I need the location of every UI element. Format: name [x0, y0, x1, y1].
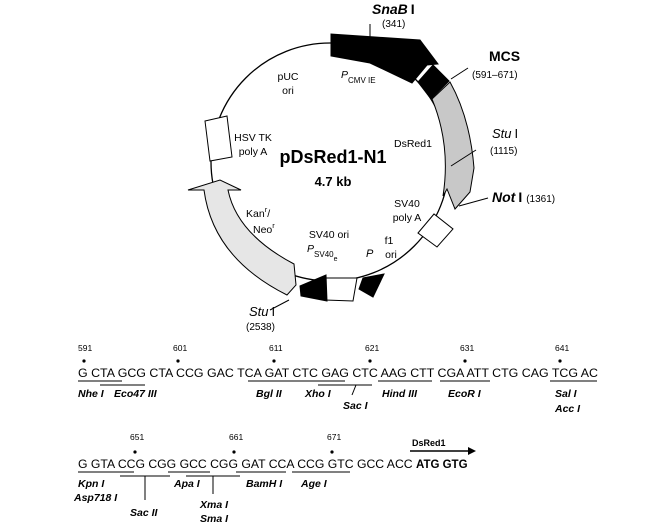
mcs-leader [450, 67, 469, 80]
tick-dot [176, 359, 180, 363]
sv40-ori-label: SV40 ori [309, 229, 349, 241]
f1-promoter-label: P [366, 248, 374, 260]
enzyme-apa: Apa I [173, 478, 201, 490]
enzyme-sac2: Sac II [130, 507, 159, 519]
tick-dot [558, 359, 562, 363]
sequence-text-row-2: G GTA CCG CGG GCC CGG GAT CCA CCG GTC GC… [78, 459, 468, 471]
position-621: 621 [365, 343, 379, 353]
enzyme-xma: Xma I [199, 499, 229, 511]
pcmv-label: PCMV IE [341, 69, 376, 85]
puc-ori-label-2: ori [282, 85, 294, 97]
neo-label: Neor [253, 221, 275, 236]
tick-dot [133, 450, 137, 454]
sequence-row-1: 591 601 611 621 631 641 G CTA GCG CTA CC… [78, 343, 598, 396]
tick-dot [82, 359, 86, 363]
dsred1-feature-label: DsRed1 [412, 438, 446, 448]
dsred1-feature [431, 81, 475, 210]
enzyme-kpn: Kpn I [78, 478, 105, 490]
f1-ori-label-2: ori [385, 249, 397, 261]
tick-dot [368, 359, 372, 363]
position-601: 601 [173, 343, 187, 353]
mcs-range: (591–671) [472, 70, 518, 81]
enzyme-hind: Hind III [382, 388, 418, 400]
plasmid-size: 4.7 kb [315, 174, 352, 189]
sequence-row-2: 651 661 671 DsRed1 G GTA CCG CGG GCC CGG… [78, 432, 476, 500]
position-661: 661 [229, 432, 243, 442]
enzyme-bam: BamH I [246, 478, 283, 490]
enzyme-sal: Sal I [555, 388, 578, 400]
tick-dot [463, 359, 467, 363]
enzyme-nhe: Nhe I [78, 388, 105, 400]
hsv-tk-polya-feature [204, 115, 233, 162]
stu1-position: (1115) [490, 146, 517, 157]
dsred1-arrow-head [468, 447, 476, 455]
enzyme-bgl: Bgl II [256, 388, 283, 400]
enzymes-row-2: Kpn I Asp718 I Sac II Apa I Xma I Sma I … [73, 478, 328, 525]
sequence-text-row-1: G CTA GCG CTA CCG GAC TCA GAT CTC GAG CT… [78, 368, 598, 380]
not-leader [458, 197, 489, 207]
kan-neo-feature [187, 179, 297, 296]
f1-ori-promoter-feature [358, 273, 385, 298]
position-631: 631 [460, 343, 474, 353]
position-591: 591 [78, 343, 92, 353]
snab-position: (341) [382, 19, 405, 30]
tick-dot [272, 359, 276, 363]
enzyme-age: Age I [300, 478, 328, 490]
sv40-polya-label-1: SV40 [394, 198, 420, 210]
hsv-tk-label-1: HSV TK [234, 132, 272, 144]
psv40-promoter-feature [299, 274, 328, 302]
stu2-position: (2538) [246, 322, 275, 333]
dsred1-label: DsRed1 [394, 138, 432, 150]
psv40-label: PSV40e [307, 243, 338, 263]
puc-ori-label-1: pUC [277, 71, 298, 83]
sac-leader [351, 384, 357, 396]
sv40-polya-label-2: poly A [393, 212, 422, 224]
position-651: 651 [130, 432, 144, 442]
enzyme-acc: Acc I [554, 403, 581, 415]
stu1-leader [450, 149, 477, 167]
tick-dot [330, 450, 334, 454]
enzyme-xho: Xho I [304, 388, 332, 400]
enzyme-ecor: EcoR I [448, 388, 482, 400]
kan-label: Kanr/ [246, 205, 270, 220]
mcs-label: MCS [489, 48, 520, 64]
f1-ori-label-1: f1 [385, 235, 394, 247]
sv40-polya-feature [417, 213, 454, 248]
stu2-leader [269, 299, 290, 311]
enzyme-sac: Sac I [343, 400, 369, 412]
pcmv-promoter-feature [330, 33, 439, 84]
enzyme-asp718: Asp718 I [73, 492, 118, 504]
enzyme-sma: Sma I [200, 513, 229, 525]
mcs-feature [417, 64, 450, 100]
position-671: 671 [327, 432, 341, 442]
tick-dot [232, 450, 236, 454]
hsv-tk-label-2: poly A [239, 146, 268, 158]
position-611: 611 [269, 343, 283, 353]
enzyme-eco47: Eco47 III [114, 388, 158, 400]
enzymes-row-1: Nhe I Eco47 III Bgl II Xho I Sac I Hind … [78, 388, 581, 415]
position-641: 641 [555, 343, 569, 353]
plasmid-name: pDsRed1-N1 [279, 147, 386, 167]
sv40-ori-feature [324, 277, 358, 302]
